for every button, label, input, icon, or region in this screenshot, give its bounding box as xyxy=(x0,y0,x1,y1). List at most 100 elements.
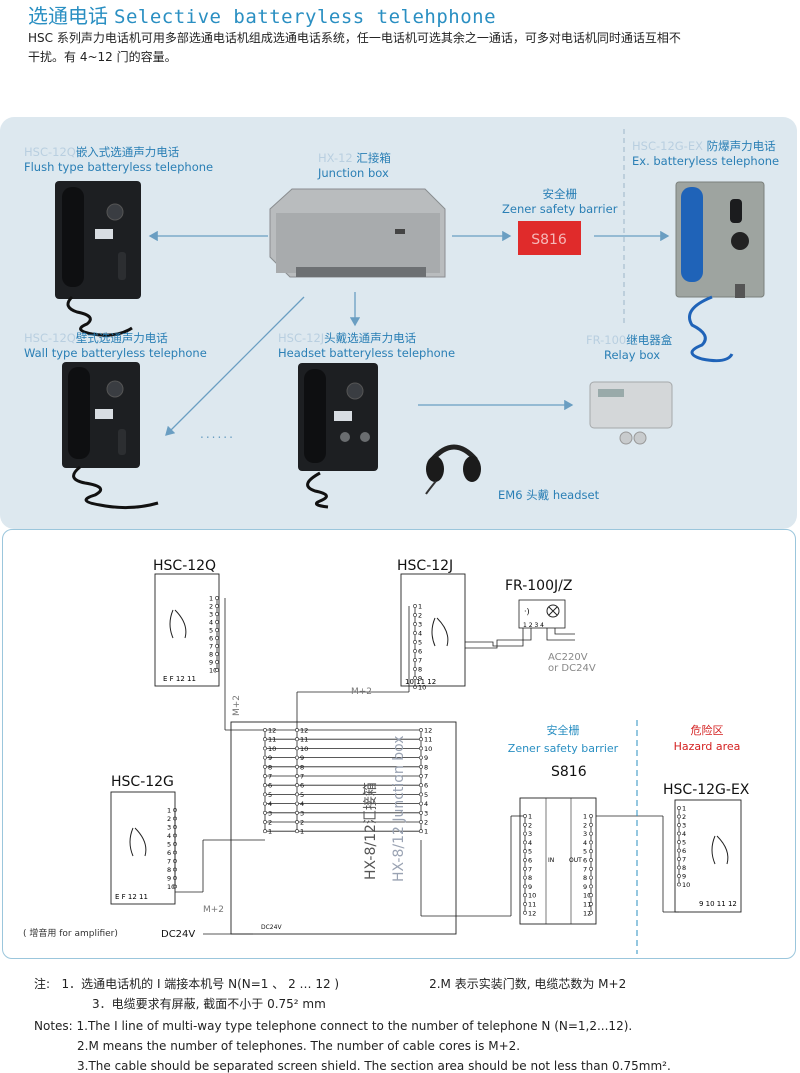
hsc12gex-terminal-label: 1 xyxy=(682,805,686,813)
terminal-point xyxy=(419,746,423,751)
terminal-point xyxy=(419,764,423,769)
terminal-point xyxy=(523,840,527,845)
terminal-point xyxy=(677,806,681,810)
terminal-point xyxy=(295,792,299,797)
hsc12q-terminal-label: 10 xyxy=(209,667,217,675)
hsc12q-terminal-label: 4 xyxy=(209,619,213,627)
zener-barrier-label: S816 xyxy=(531,232,567,248)
s816-in-terminal-label: 5 xyxy=(528,848,532,856)
hsc12gex-terminal-label: 10 xyxy=(682,881,690,889)
terminal-point xyxy=(295,746,299,751)
terminal-point xyxy=(263,774,267,778)
title-en: Selective batteryless telehphone xyxy=(114,6,497,28)
fr100jz-label: FR-100J/Z xyxy=(505,578,572,594)
s816-in-terminal-label: 3 xyxy=(528,830,532,838)
terminal-point xyxy=(413,676,417,680)
box-left-terminal-label: 6 xyxy=(268,782,272,790)
box-mid-terminal-label: 2 xyxy=(300,819,304,827)
hazard-label-cn: 危险区 xyxy=(691,723,724,737)
hsc12q-handset-icon xyxy=(169,609,187,639)
box-right-terminal-label: 1 xyxy=(424,828,428,836)
hsc12g-box xyxy=(110,791,176,905)
hsc12g-terminal-label: 6 xyxy=(167,849,171,857)
box-mid-terminal-label: 12 xyxy=(300,727,308,735)
hsc12j-terminal-label: 2 xyxy=(418,612,422,620)
hsc12j-box xyxy=(400,573,466,687)
s816-box xyxy=(519,797,597,925)
terminal-point xyxy=(295,764,299,769)
hsc12j-terminal-label: 6 xyxy=(418,648,422,656)
s816-in-terminal-label: 1 xyxy=(528,813,532,821)
terminal-point xyxy=(419,792,423,797)
hsc12q-terminal-label: 6 xyxy=(209,635,213,643)
note-cn-3: 3．电缆要求有屏蔽, 截面不小于 0.75² mm xyxy=(92,997,326,1011)
box-right-terminal-label: 3 xyxy=(424,809,428,817)
hsc12g-terminal-label: 1 xyxy=(167,807,171,815)
hsc12j-terminal-label: 4 xyxy=(418,630,422,638)
terminal-point xyxy=(215,652,219,656)
terminal-point xyxy=(589,866,593,871)
terminal-point xyxy=(263,737,267,742)
terminal-point xyxy=(413,613,417,617)
terminal-point xyxy=(413,631,417,635)
s816-in-terminal-label: 6 xyxy=(528,857,532,865)
terminal-point xyxy=(419,774,423,778)
lamp-icon xyxy=(546,604,560,618)
terminal-point xyxy=(419,820,423,824)
dc-supply-label: or DC24V xyxy=(548,663,596,674)
intro-text: HSC 系列声力电话机可用多部选通电话机组成选通电话系统，任一电话机可选其余之一… xyxy=(28,29,800,67)
hazard-label-en: Hazard area xyxy=(674,740,741,753)
hsc12gex-box xyxy=(674,799,742,913)
zener-label-en: Zener safety barrier xyxy=(508,742,619,755)
terminal-point xyxy=(413,622,417,626)
wiring-diagram: 1234567891012345678910123456789101234567… xyxy=(23,558,750,954)
terminal-point xyxy=(413,667,417,671)
terminal-point xyxy=(295,810,299,815)
box-mid-terminal-label: 8 xyxy=(300,763,304,771)
terminal-point xyxy=(215,612,219,616)
box-left-terminal-label: 8 xyxy=(268,763,272,771)
hsc12gex-terminal-label: 8 xyxy=(682,864,686,872)
hsc12q-terminal-label: 2 xyxy=(209,603,213,611)
terminal-point xyxy=(295,801,299,806)
headset-phone-image xyxy=(298,363,378,509)
s816-out-terminal-label: 7 xyxy=(583,865,587,873)
terminal-point xyxy=(215,620,219,624)
hsc12gex-terminal-label: 6 xyxy=(682,847,686,855)
terminal-point xyxy=(215,644,219,648)
wall-phone-image xyxy=(62,362,159,510)
hsc12g-terminal-label: 5 xyxy=(167,841,171,849)
box-left-terminal-label: 4 xyxy=(268,800,272,808)
hsc12j-terminal-label: 3 xyxy=(418,621,422,629)
terminal-point xyxy=(589,822,593,827)
box-left-terminal-label: 10 xyxy=(268,745,276,753)
box-mid-terminal-label: 5 xyxy=(300,791,304,799)
headset-phone-caption: HSC-12J头戴选通声力电话 Headset batteryless tele… xyxy=(278,331,456,360)
hsc12gex-terminal-label: 2 xyxy=(682,813,686,821)
notes-en: Notes: 1.The I line of multi-way type te… xyxy=(34,1016,671,1073)
hsc12j-label: HSC-12J xyxy=(397,558,453,574)
box-right-terminal-label: 11 xyxy=(424,736,432,744)
terminal-point xyxy=(263,829,267,834)
terminal-point xyxy=(263,820,267,824)
hsc12gex-terminal-label: 9 xyxy=(682,873,686,881)
note-en-3: 3.The cable should be separated screen s… xyxy=(77,1059,671,1073)
terminal-point xyxy=(419,810,423,815)
terminal-point xyxy=(263,728,267,732)
s816-in-terminal-label: 8 xyxy=(528,874,532,882)
terminal-point xyxy=(523,893,527,898)
relay-box-image xyxy=(589,381,673,445)
hsc12gex-label: HSC-12G-EX xyxy=(663,782,750,798)
terminal-point xyxy=(589,831,593,836)
arrow-to-wall xyxy=(165,296,305,436)
terminal-point xyxy=(677,840,681,844)
box-right-terminal-label: 6 xyxy=(424,782,428,790)
hsc12q-bottom-terminals: E F 12 11 xyxy=(163,675,196,683)
hsc12q-terminal-label: 3 xyxy=(209,611,213,619)
terminal-point xyxy=(589,875,593,880)
s816-in-terminal-label: 11 xyxy=(528,901,536,909)
product-panel: S816 xyxy=(0,117,797,529)
s816-in-label: IN xyxy=(548,857,554,864)
terminal-point xyxy=(295,737,299,742)
intro-line-1: HSC 系列声力电话机可用多部选通电话机组成选通电话系统，任一电话机可选其余之一… xyxy=(28,31,681,45)
